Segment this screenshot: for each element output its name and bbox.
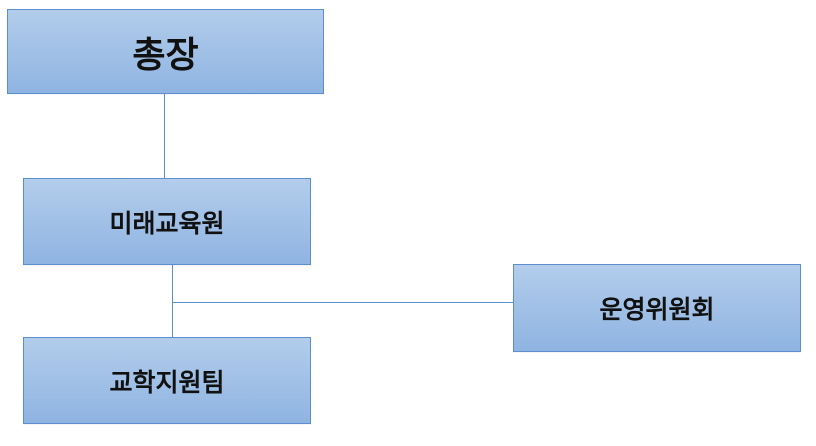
connector-future-education-to-academic-support [172,265,173,337]
president-box: 총장 [7,9,324,94]
connector-president-to-future-education [164,94,165,178]
operations-committee-box: 운영위원회 [513,264,801,352]
academic-support-team-label: 교학지원팀 [109,367,225,397]
future-education-center-label: 미래교육원 [109,208,225,238]
future-education-center-box: 미래교육원 [23,178,311,265]
president-label: 총장 [132,34,199,76]
operations-committee-label: 운영위원회 [599,295,715,324]
connector-to-operations-committee [172,302,513,303]
academic-support-team-box: 교학지원팀 [23,337,311,424]
